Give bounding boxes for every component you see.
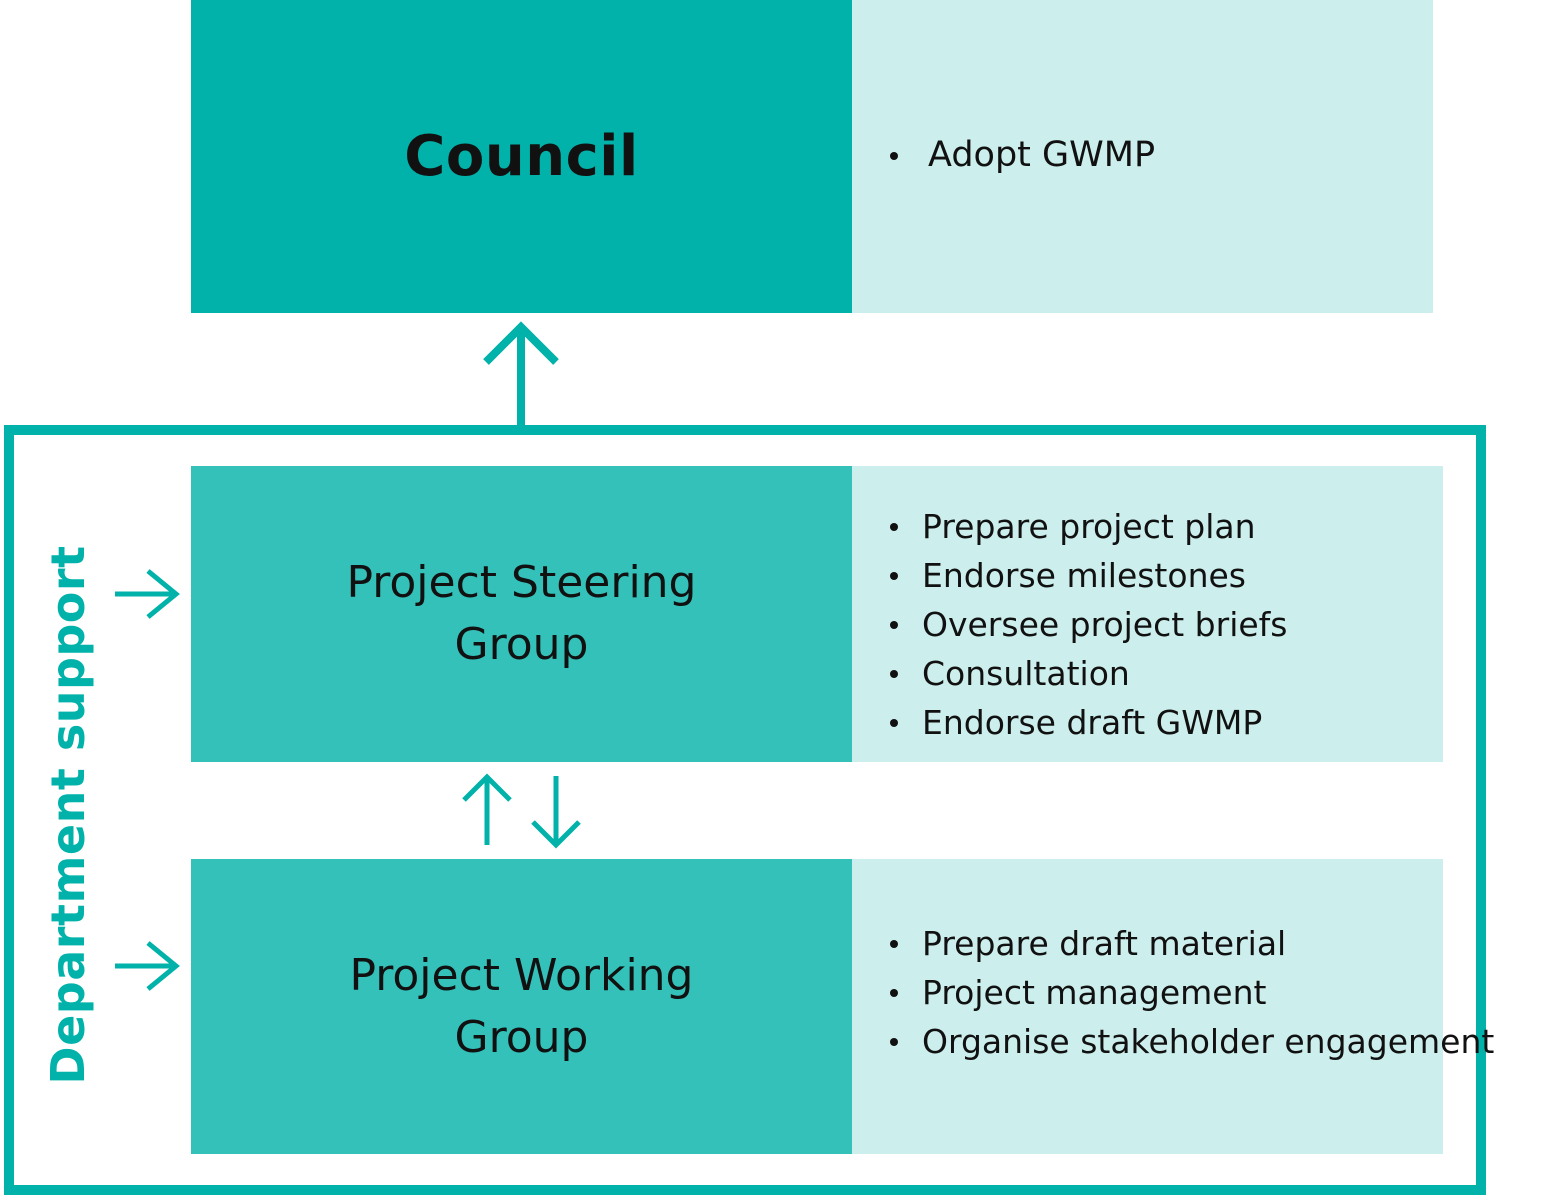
- working-responsibility-item: Organise stakeholder engagement: [886, 1017, 1494, 1066]
- steering-responsibility-item: Endorse milestones: [886, 551, 1287, 600]
- council-responsibilities-panel: [852, 0, 1433, 313]
- steering-responsibility-item: Endorse draft GWMP: [886, 698, 1287, 747]
- working-responsibility-item: Project management: [886, 968, 1494, 1017]
- steering-group-title: Project Steering Group: [346, 557, 697, 670]
- steering-group-box: Project Steering Group: [191, 466, 852, 762]
- steering-group-responsibilities-panel: [852, 466, 1443, 762]
- council-responsibilities: Adopt GWMP: [886, 131, 1155, 180]
- working-group-box: Project Working Group: [191, 859, 852, 1154]
- steering-responsibility-item: Consultation: [886, 649, 1287, 698]
- steering-group-responsibilities: Prepare project plan Endorse milestones …: [886, 502, 1287, 747]
- working-responsibility-item: Prepare draft material: [886, 919, 1494, 968]
- working-group-responsibilities: Prepare draft material Project managemen…: [886, 919, 1494, 1066]
- council-responsibility-item: Adopt GWMP: [886, 131, 1155, 180]
- council-title: Council: [404, 124, 639, 189]
- steering-responsibility-item: Oversee project briefs: [886, 600, 1287, 649]
- working-group-responsibilities-panel: [852, 859, 1443, 1154]
- arrow-up-to-council-icon: [483, 321, 559, 428]
- department-support-frame: [4, 425, 1486, 1195]
- council-box: Council: [191, 0, 852, 313]
- steering-responsibility-item: Prepare project plan: [886, 502, 1287, 551]
- department-support-label: Department support: [41, 545, 95, 1085]
- working-group-title: Project Working Group: [349, 949, 694, 1063]
